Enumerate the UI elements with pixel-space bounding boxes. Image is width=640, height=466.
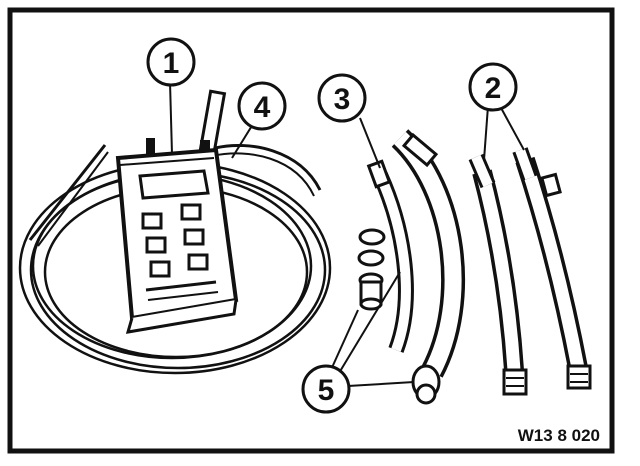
pressure-meter	[115, 89, 239, 334]
svg-text:4: 4	[254, 91, 271, 124]
hose-pair	[468, 147, 592, 396]
callout-4: 4	[237, 81, 287, 131]
callout-3: 3	[317, 73, 367, 123]
figure-code: W13 8 020	[518, 426, 600, 445]
svg-text:1: 1	[163, 47, 180, 80]
svg-text:2: 2	[485, 72, 502, 105]
hose-thick	[391, 129, 466, 405]
leader-lines	[169, 81, 525, 387]
svg-text:3: 3	[334, 83, 351, 116]
hose-thin	[366, 159, 414, 353]
svg-text:5: 5	[318, 374, 335, 407]
callout-5: 5	[301, 364, 351, 414]
callout-2: 2	[468, 62, 518, 112]
callout-1: 1	[146, 37, 196, 87]
